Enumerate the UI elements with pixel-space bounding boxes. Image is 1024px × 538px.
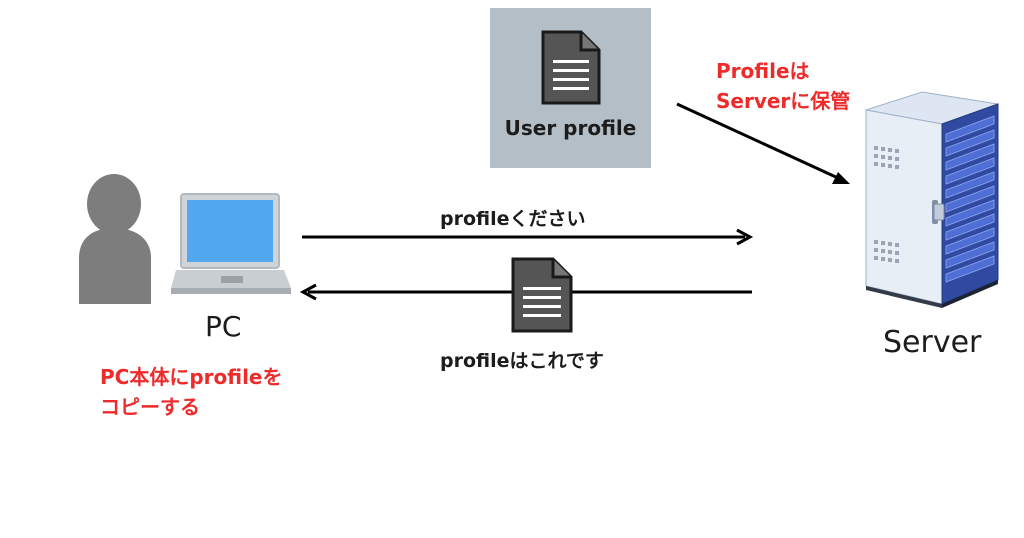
user-profile-label: User profile (504, 116, 637, 140)
laptop-icon (171, 193, 291, 294)
server-label: Server (883, 325, 982, 360)
server-rack-icon (865, 91, 999, 308)
pc-label: PC (205, 310, 242, 343)
person-icon (79, 174, 151, 304)
storage-arrow (676, 102, 850, 184)
server-note-line1: Profileは (716, 59, 810, 83)
document-icon (511, 257, 573, 333)
request-arrow (302, 228, 754, 246)
pc-note-line1: PC本体にprofileを (100, 365, 283, 389)
document-icon (541, 30, 601, 105)
request-message: profileください (440, 208, 586, 230)
response-message: profileはこれです (440, 350, 604, 372)
pc-note-line2: コピーする (100, 395, 200, 419)
server-note: Profileは Serverに保管 (716, 56, 850, 116)
pc-note: PC本体にprofileを コピーする (100, 362, 283, 422)
server-note-line2: Serverに保管 (716, 89, 851, 113)
